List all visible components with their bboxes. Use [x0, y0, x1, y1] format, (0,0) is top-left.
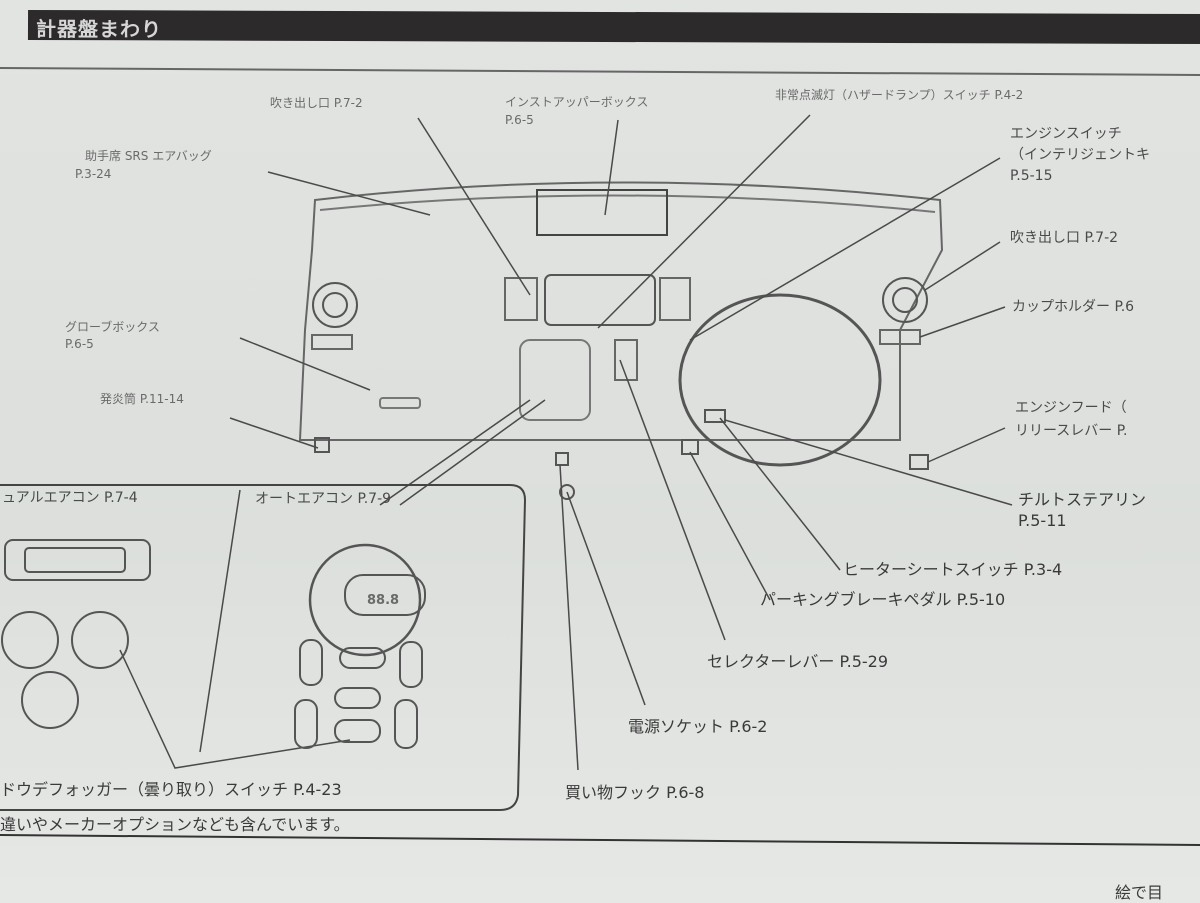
label-hazard: 非常点滅灯（ハザードランプ）スイッチ P.4-2 [775, 88, 1024, 102]
label-engine-switch: エンジンスイッチ [1010, 126, 1122, 142]
label-manual-ac: ュアルエアコン P.7-4 [2, 490, 138, 506]
label-engine-switch-page: P.5-15 [1010, 168, 1053, 184]
label-upper-box: インストアッパーボックス [505, 95, 649, 109]
label-parking-brake: パーキングブレーキペダル P.5-10 [760, 590, 1006, 609]
label-selector: セレクターレバー P.5-29 [707, 652, 889, 671]
label-airbag: 助手席 SRS エアバッグ [85, 149, 212, 163]
label-defogger: ドウデフォッガー（曇り取り）スイッチ P.4-23 [0, 780, 342, 799]
label-hood-sub: リリースレバー P. [1015, 423, 1128, 439]
label-airbag-page: P.3-24 [75, 167, 112, 181]
label-vent-right: 吹き出し口 P.7-2 [1010, 230, 1119, 246]
label-upper-box-page: P.6-5 [505, 113, 534, 127]
label-seat-heater: ヒーターシートスイッチ P.3-4 [843, 560, 1063, 579]
label-engine-switch-sub: （インテリジェントキ [1010, 147, 1150, 163]
label-glove-box: グローブボックス [65, 320, 160, 334]
footnote: 違いやメーカーオプションなども含んでいます。 [0, 815, 350, 834]
label-auto-ac: オートエアコン P.7-9 [255, 491, 392, 507]
footer-text: 絵で目 [1115, 883, 1164, 902]
label-tilt: チルトステアリン [1018, 490, 1147, 509]
ac-display-readout: 88.8 [367, 593, 400, 608]
label-hood: エンジンフード（ [1015, 400, 1127, 416]
label-cup-holder: カップホルダー P.6 [1012, 299, 1135, 315]
label-vent-left: 吹き出し口 P.7-2 [270, 96, 363, 110]
label-glove-box-page: P.6-5 [65, 337, 94, 351]
label-shopping-hook: 買い物フック P.6-8 [565, 783, 705, 802]
label-tilt-page: P.5-11 [1018, 511, 1067, 530]
label-power-socket: 電源ソケット P.6-2 [628, 717, 768, 736]
label-flare: 発炎筒 P.11-14 [100, 392, 184, 406]
